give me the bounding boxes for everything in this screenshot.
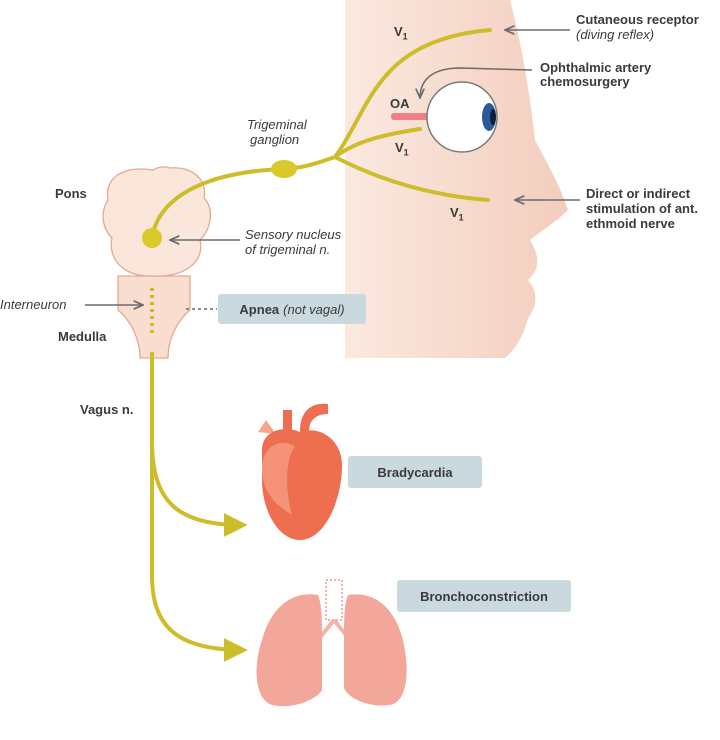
bronchoconstriction-text: Bronchoconstriction	[420, 588, 548, 604]
label-arrows	[85, 30, 580, 309]
sensory-label-2: of trigeminal n.	[245, 242, 331, 257]
v1-low-label: V1	[450, 205, 464, 223]
apnea-note: (not vagal)	[283, 301, 345, 317]
vagus-label: Vagus n.	[80, 402, 134, 417]
pons-label: Pons	[55, 186, 87, 201]
bradycardia-text: Bradycardia	[377, 464, 453, 480]
medulla-label: Medulla	[58, 329, 107, 344]
bradycardia-box: Bradycardia	[348, 456, 482, 488]
cutaneous-label: Cutaneous receptor	[576, 12, 699, 27]
trigeminal-label-2: ganglion	[250, 132, 300, 147]
bronchoconstriction-box: Bronchoconstriction	[397, 580, 571, 612]
apnea-box: Apnea(not vagal)	[218, 294, 366, 324]
trigeminal-nerve	[150, 28, 492, 240]
ophthalmic-label-2: chemosurgery	[540, 74, 630, 89]
diving-label: (diving reflex)	[576, 27, 655, 42]
interneuron-label: Interneuron	[0, 297, 67, 312]
apnea-text: Apnea	[239, 301, 280, 317]
lungs-icon	[256, 579, 407, 707]
eye-icon	[391, 81, 498, 153]
sensory-nucleus	[142, 228, 162, 248]
face-profile	[345, 0, 568, 358]
sensory-label-1: Sensory nucleus	[245, 227, 342, 242]
oa-label: OA	[390, 96, 410, 111]
trigeminal-ganglion	[271, 160, 297, 178]
v1-mid-label: V1	[395, 140, 409, 158]
heart-icon	[258, 403, 342, 540]
brainstem	[102, 166, 211, 359]
direct-label-1: Direct or indirect	[586, 186, 691, 201]
ophthalmic-label-1: Ophthalmic artery	[540, 60, 652, 75]
v1-top-label: V1	[394, 24, 408, 42]
direct-label-3: ethmoid nerve	[586, 216, 675, 231]
direct-label-2: stimulation of ant.	[586, 201, 698, 216]
trigeminal-label-1: Trigeminal	[247, 117, 307, 132]
vagus-nerve	[150, 352, 248, 662]
